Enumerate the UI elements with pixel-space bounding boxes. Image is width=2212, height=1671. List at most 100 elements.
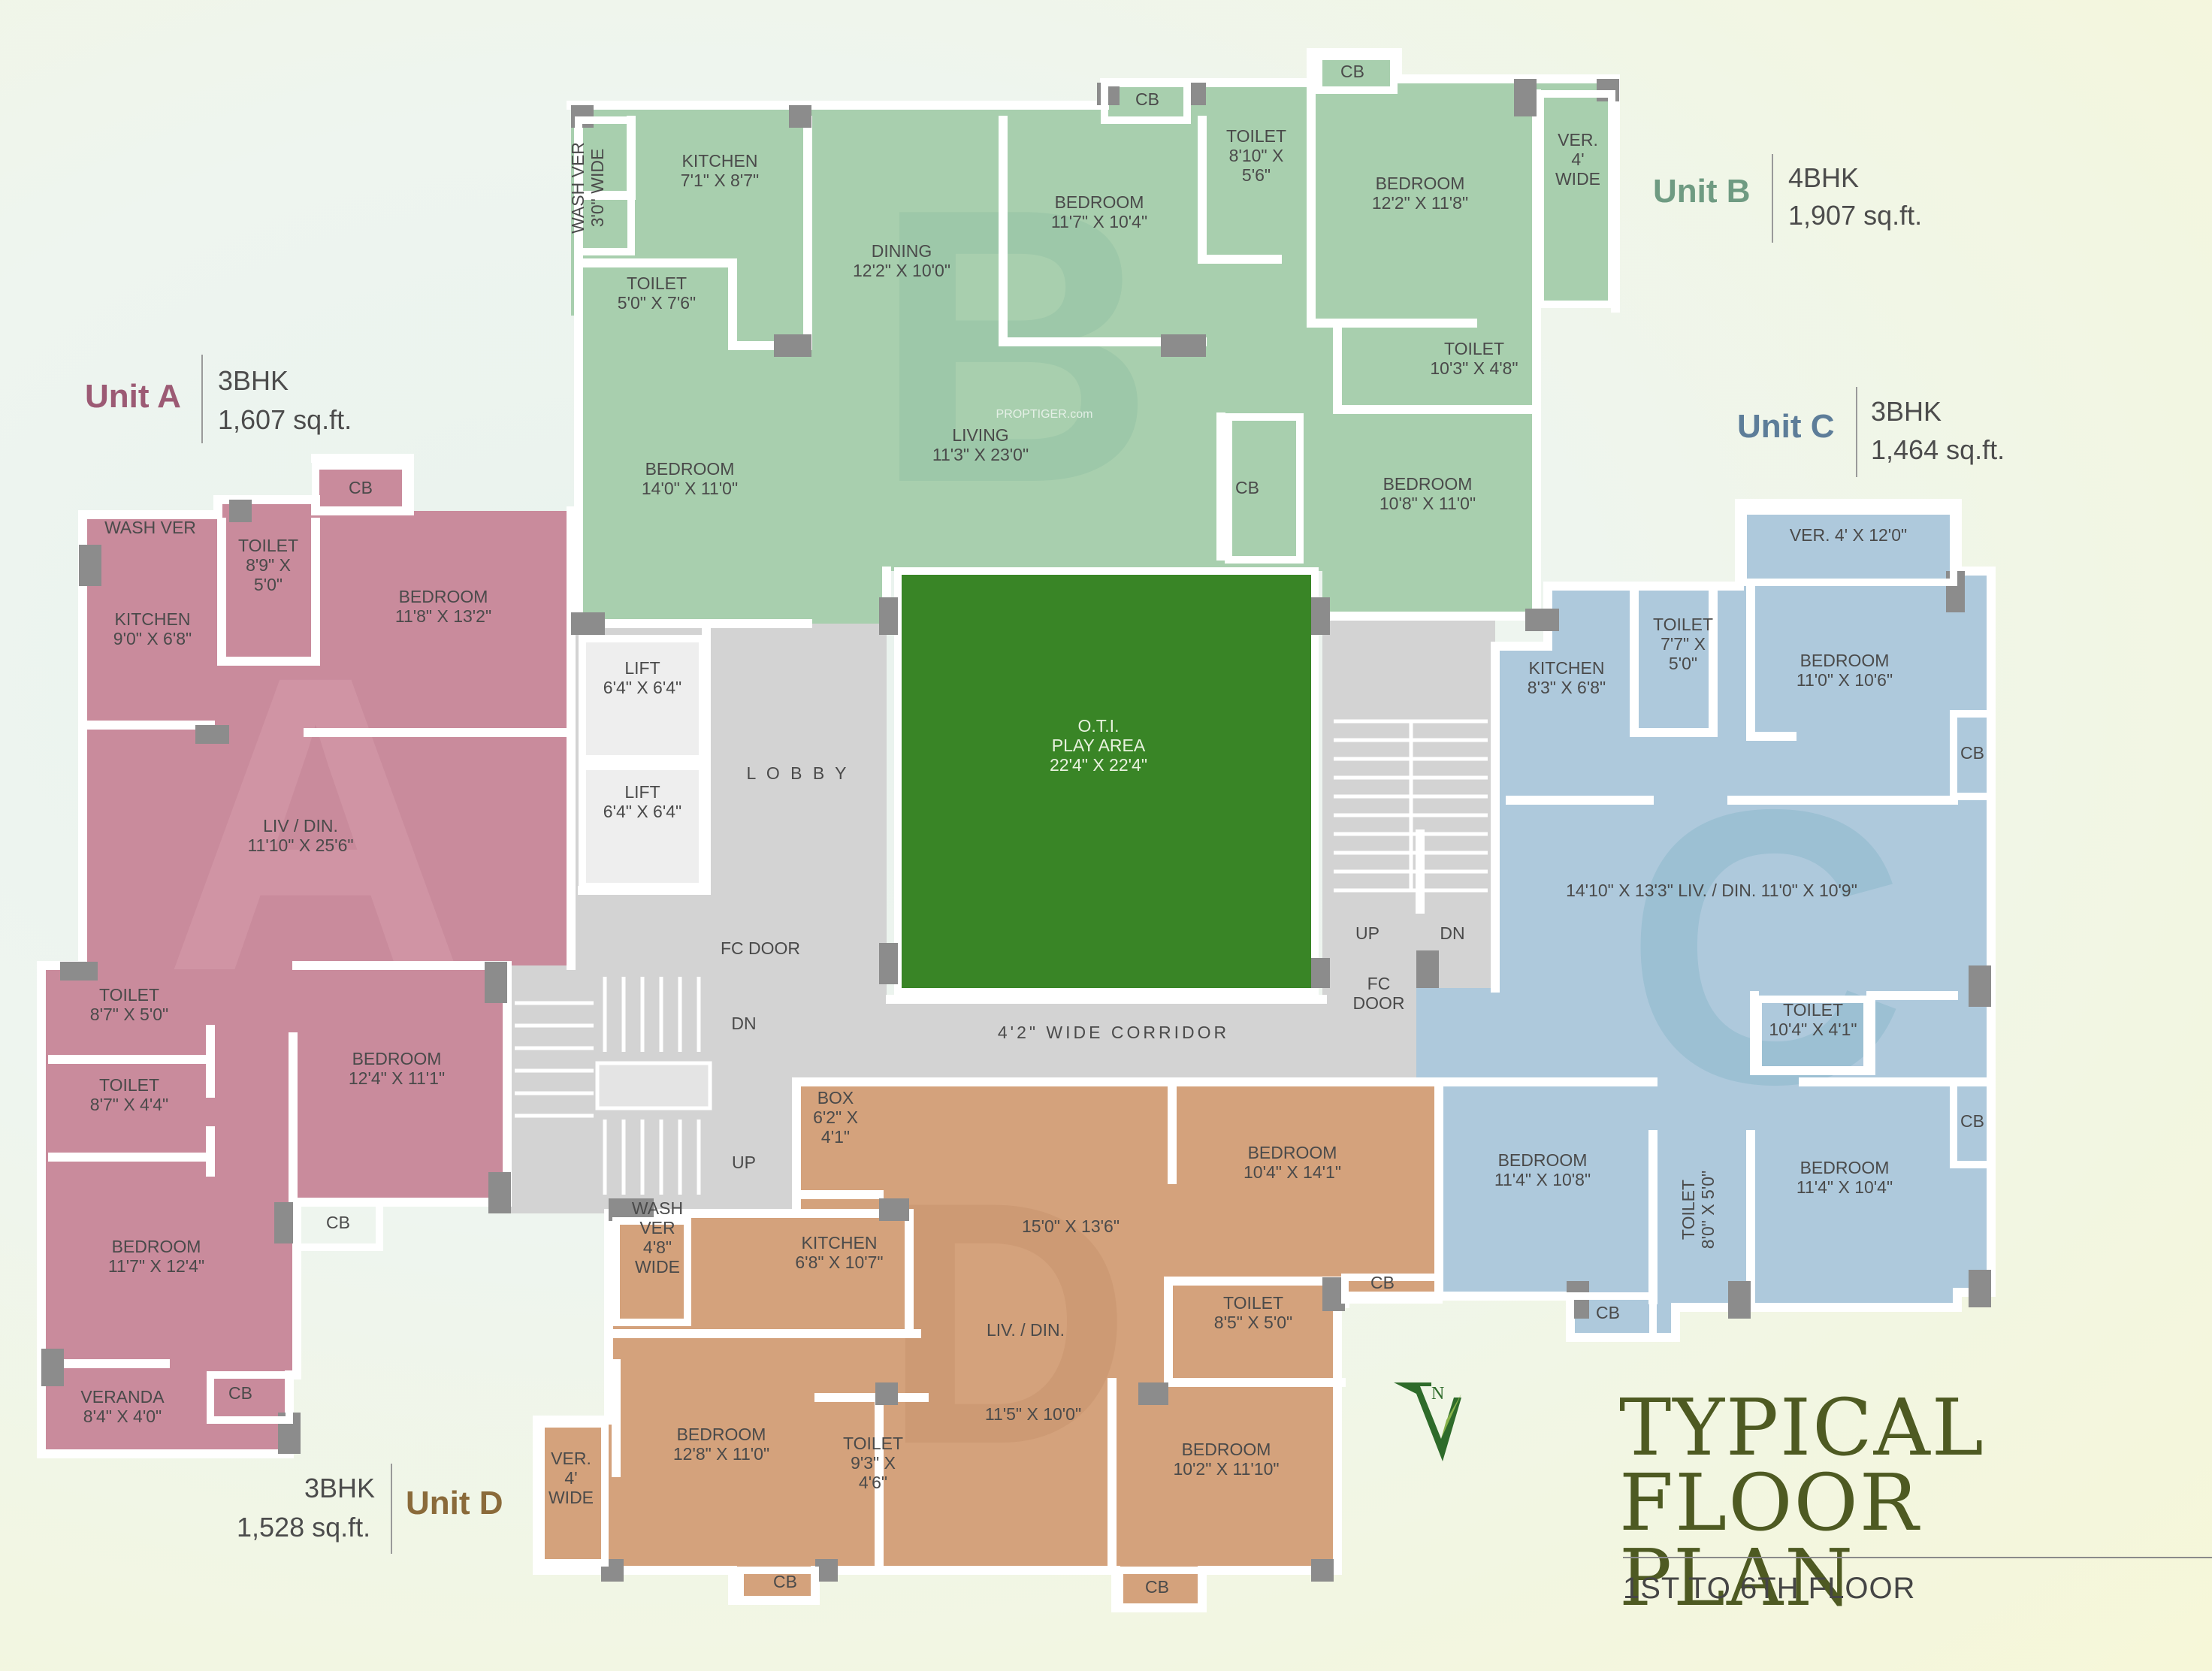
room-label-stair-dn2: DN <box>1440 923 1464 943</box>
columns <box>41 79 1991 1582</box>
room-label-c-toilet3: TOILET8'0" X 5'0" <box>1679 1171 1718 1249</box>
unit-d-divider <box>391 1464 392 1554</box>
room-label-d-livdin2: LIV. / DIN. <box>987 1320 1065 1340</box>
plan-title-line1: TYPICAL <box>1619 1382 1985 1473</box>
room-label-a-livdin: LIV / DIN.11'10" X 25'6" <box>247 816 353 855</box>
room-label-stair-up1: UP <box>732 1153 756 1172</box>
plan-title-line2: FLOOR PLAN <box>1619 1457 1920 1624</box>
compass-north-label: N <box>1431 1384 1444 1404</box>
unit-c-watermark-letter: C <box>1624 729 1907 1165</box>
room-label-c-livdin: 14'10" X 13'3" LIV. / DIN. 11'0" X 10'9" <box>1566 881 1857 900</box>
watermark-text: PROPTIGER.com <box>996 408 1093 421</box>
room-label-b-cb2: CB <box>1340 62 1364 81</box>
unit-d-watermark-letter: D <box>882 1131 1132 1516</box>
unit-d-area-text: 1,528 sq.ft. <box>237 1512 371 1543</box>
room-label-d-livdin1: 15'0" X 13'6" <box>1022 1216 1120 1236</box>
play-area-lawn-texture <box>902 575 1311 988</box>
room-label-fc-door1: FC DOOR <box>721 938 800 958</box>
unit-a-area: A <box>41 458 571 1454</box>
play-area-lawn <box>894 567 1319 996</box>
room-label-c-cb3: CB <box>1596 1303 1620 1322</box>
room-label-b-cb3: CB <box>1235 478 1259 497</box>
unit-d-name: Unit D <box>406 1485 503 1521</box>
room-label-a-washver: WASH VER <box>104 518 196 537</box>
room-label-b-washver: WASH VER3'0" WIDE <box>568 142 607 234</box>
plan-title: TYPICAL FLOOR PLAN <box>1619 1382 2175 1624</box>
unit-c-name: Unit C <box>1737 408 1835 445</box>
room-label-c-ver: VER. 4' X 12'0" <box>1790 525 1907 545</box>
compass-icon <box>1394 1382 1461 1461</box>
cb-closets <box>207 53 1995 1612</box>
unit-c-type: 3BHK <box>1871 396 1942 427</box>
room-label-c-cb2: CB <box>1960 1111 1984 1131</box>
lift-2-box <box>579 763 706 890</box>
verandas <box>537 90 1957 1567</box>
room-label-b-ver: VER.4'WIDE <box>1555 130 1600 189</box>
unit-a-floor <box>41 458 571 1454</box>
room-label-a-cb2: CB <box>326 1213 350 1232</box>
unit-c-floor <box>1416 503 1991 1337</box>
room-label-b-cb1: CB <box>1135 89 1159 109</box>
room-label-d-cb2: CB <box>1145 1577 1169 1597</box>
room-label-d-livdin3: 11'5" X 10'0" <box>985 1404 1081 1424</box>
room-label-a-cb3: CB <box>228 1383 252 1403</box>
unit-c-area-text: 1,464 sq.ft. <box>1871 434 2005 465</box>
unit-a-type: 3BHK <box>218 365 289 396</box>
room-label-c-cb4: CB <box>1370 1273 1395 1292</box>
unit-b-area-text: 1,907 sq.ft. <box>1788 200 1923 231</box>
room-label-c-cb1: CB <box>1960 743 1984 763</box>
room-label-lobby: L O B B Y <box>747 763 850 783</box>
unit-a-divider <box>201 355 203 443</box>
unit-a-name: Unit A <box>85 378 181 415</box>
room-label-stair-up2: UP <box>1355 923 1379 943</box>
room-label-d-cb1: CB <box>773 1572 797 1591</box>
unit-a-watermark-letter: A <box>164 588 467 1059</box>
unit-b-divider <box>1772 154 1773 243</box>
room-label-a-cb1: CB <box>349 478 373 497</box>
title-rule <box>1623 1557 2212 1558</box>
lift-1-box <box>579 635 706 763</box>
unit-a-area-text: 1,607 sq.ft. <box>218 404 352 435</box>
unit-b-name: Unit B <box>1653 173 1751 210</box>
stair-right <box>1334 719 1488 893</box>
unit-d-type: 3BHK <box>304 1473 376 1503</box>
lobby-floor <box>507 616 1495 1213</box>
room-label-corridor: 4'2" WIDE CORRIDOR <box>998 1023 1229 1042</box>
room-label-d-ver: VER.4'WIDE <box>548 1449 594 1507</box>
